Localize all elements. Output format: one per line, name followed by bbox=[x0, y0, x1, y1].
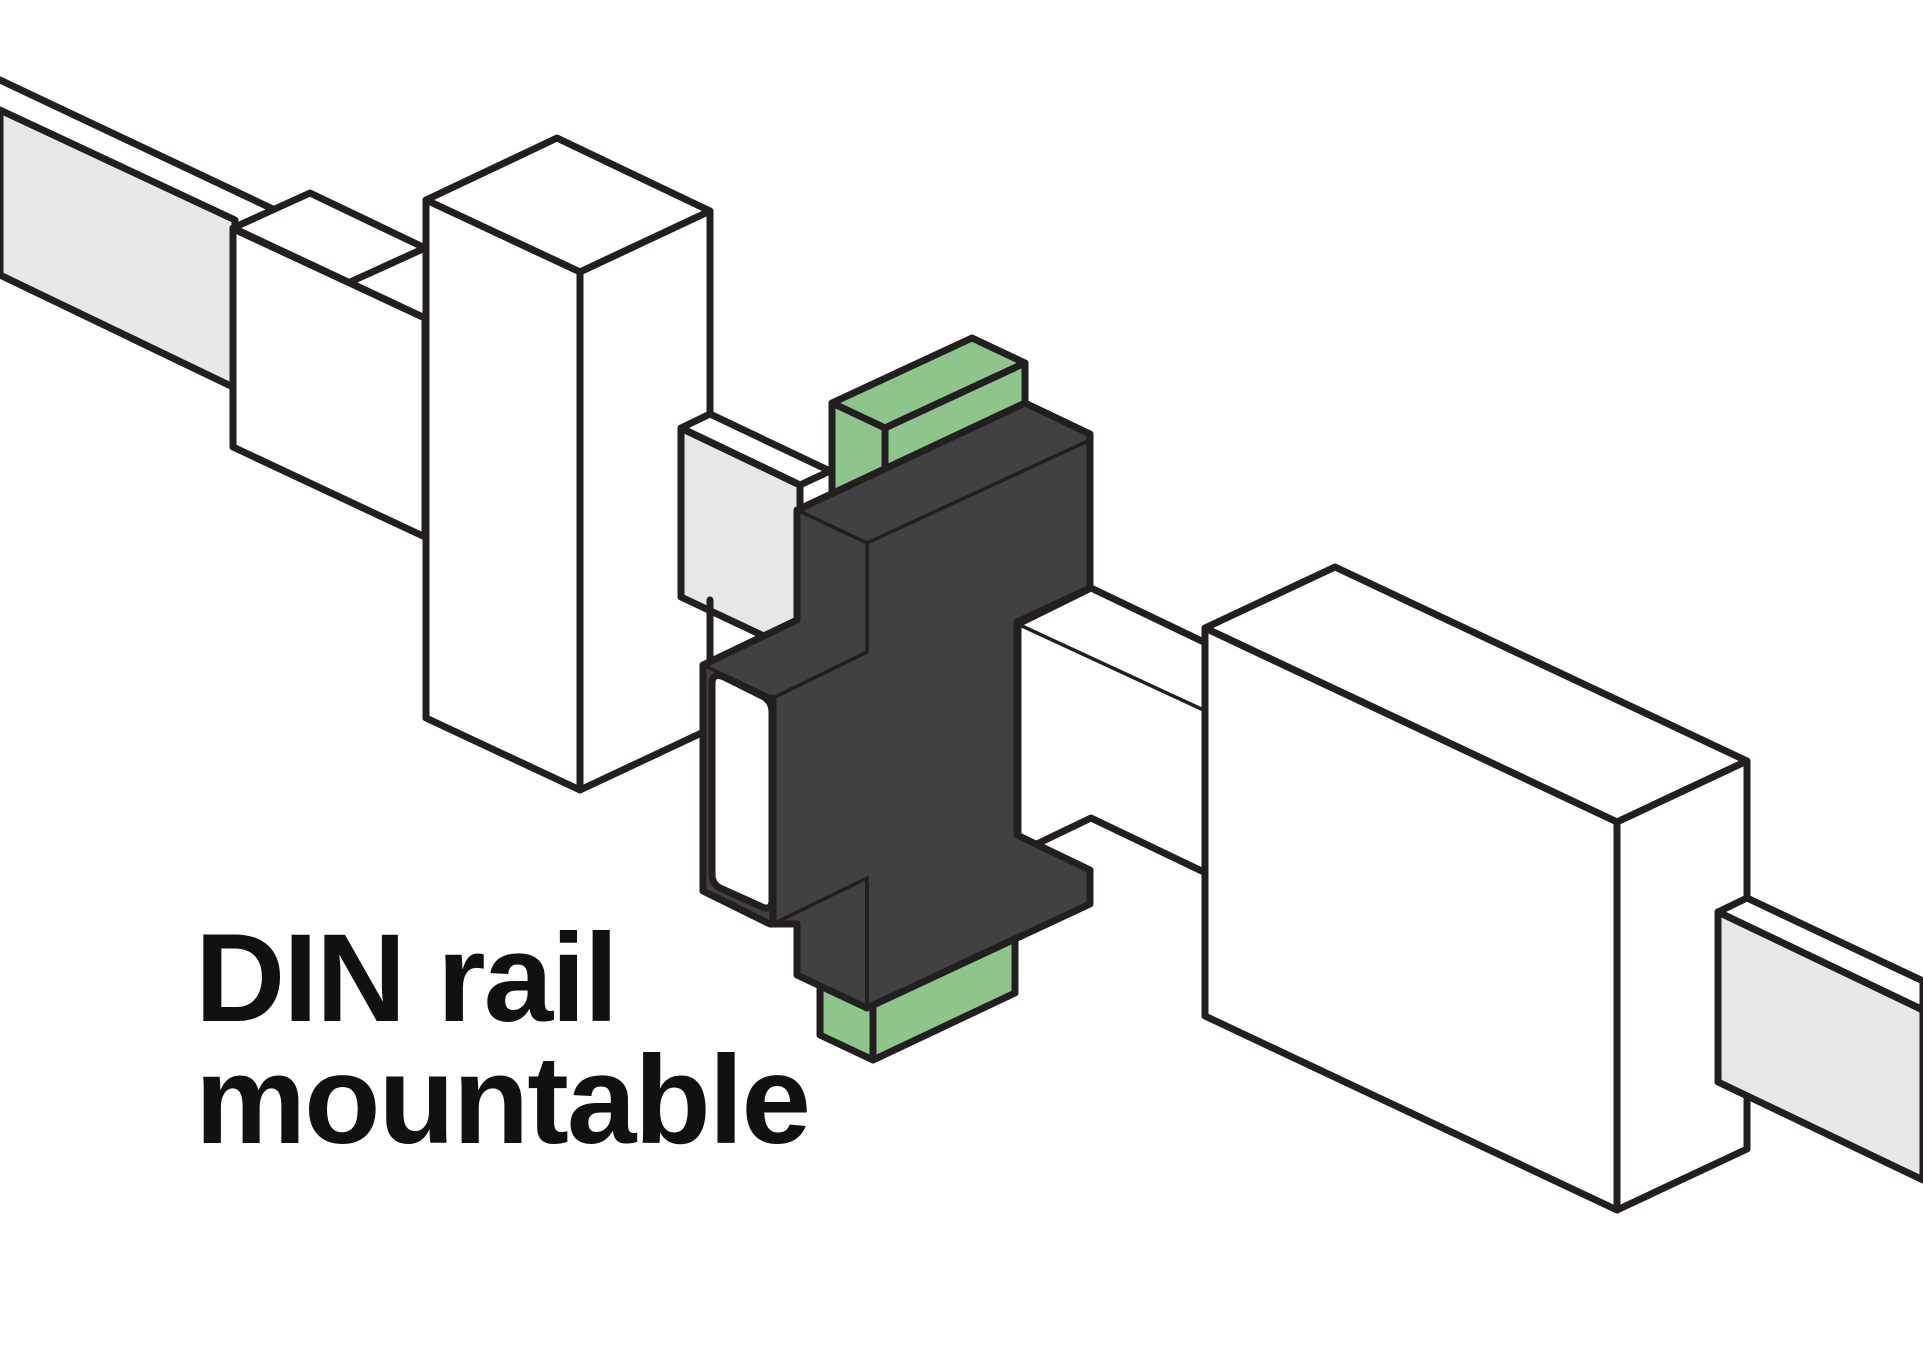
caption-line-2: mountable bbox=[195, 1031, 811, 1170]
rail-center-right-top bbox=[1014, 584, 1214, 879]
module-tall-top-edge bbox=[428, 201, 582, 274]
rail-left-front bbox=[0, 106, 239, 392]
module-large-right-face bbox=[1613, 757, 1751, 1214]
din-rail-center-right bbox=[1014, 584, 1214, 879]
rail-left-inner-edge bbox=[0, 108, 237, 222]
module-small-edge bbox=[236, 231, 427, 322]
housing-lower-step bbox=[771, 875, 869, 1010]
caption: DIN rail mountable bbox=[195, 909, 811, 1170]
rail-left-top-edge bbox=[0, 76, 279, 214]
din-module-highlighted bbox=[699, 334, 1094, 1064]
rail-right-inner-edge bbox=[1721, 914, 1923, 1014]
din-rail-right bbox=[1714, 894, 1923, 1184]
module-tall-left-face bbox=[422, 196, 584, 794]
housing-clip-window bbox=[708, 672, 776, 912]
housing-body bbox=[699, 399, 1094, 1012]
rail-middle-inner-edge bbox=[683, 430, 802, 489]
module-small-left bbox=[229, 189, 429, 541]
module-large-right bbox=[1201, 563, 1751, 1214]
rail-center-right-edge bbox=[1020, 624, 1212, 715]
module-large-top-edge bbox=[1208, 630, 1619, 824]
caption-line-1: DIN rail bbox=[195, 909, 619, 1048]
module-tall bbox=[422, 134, 714, 794]
